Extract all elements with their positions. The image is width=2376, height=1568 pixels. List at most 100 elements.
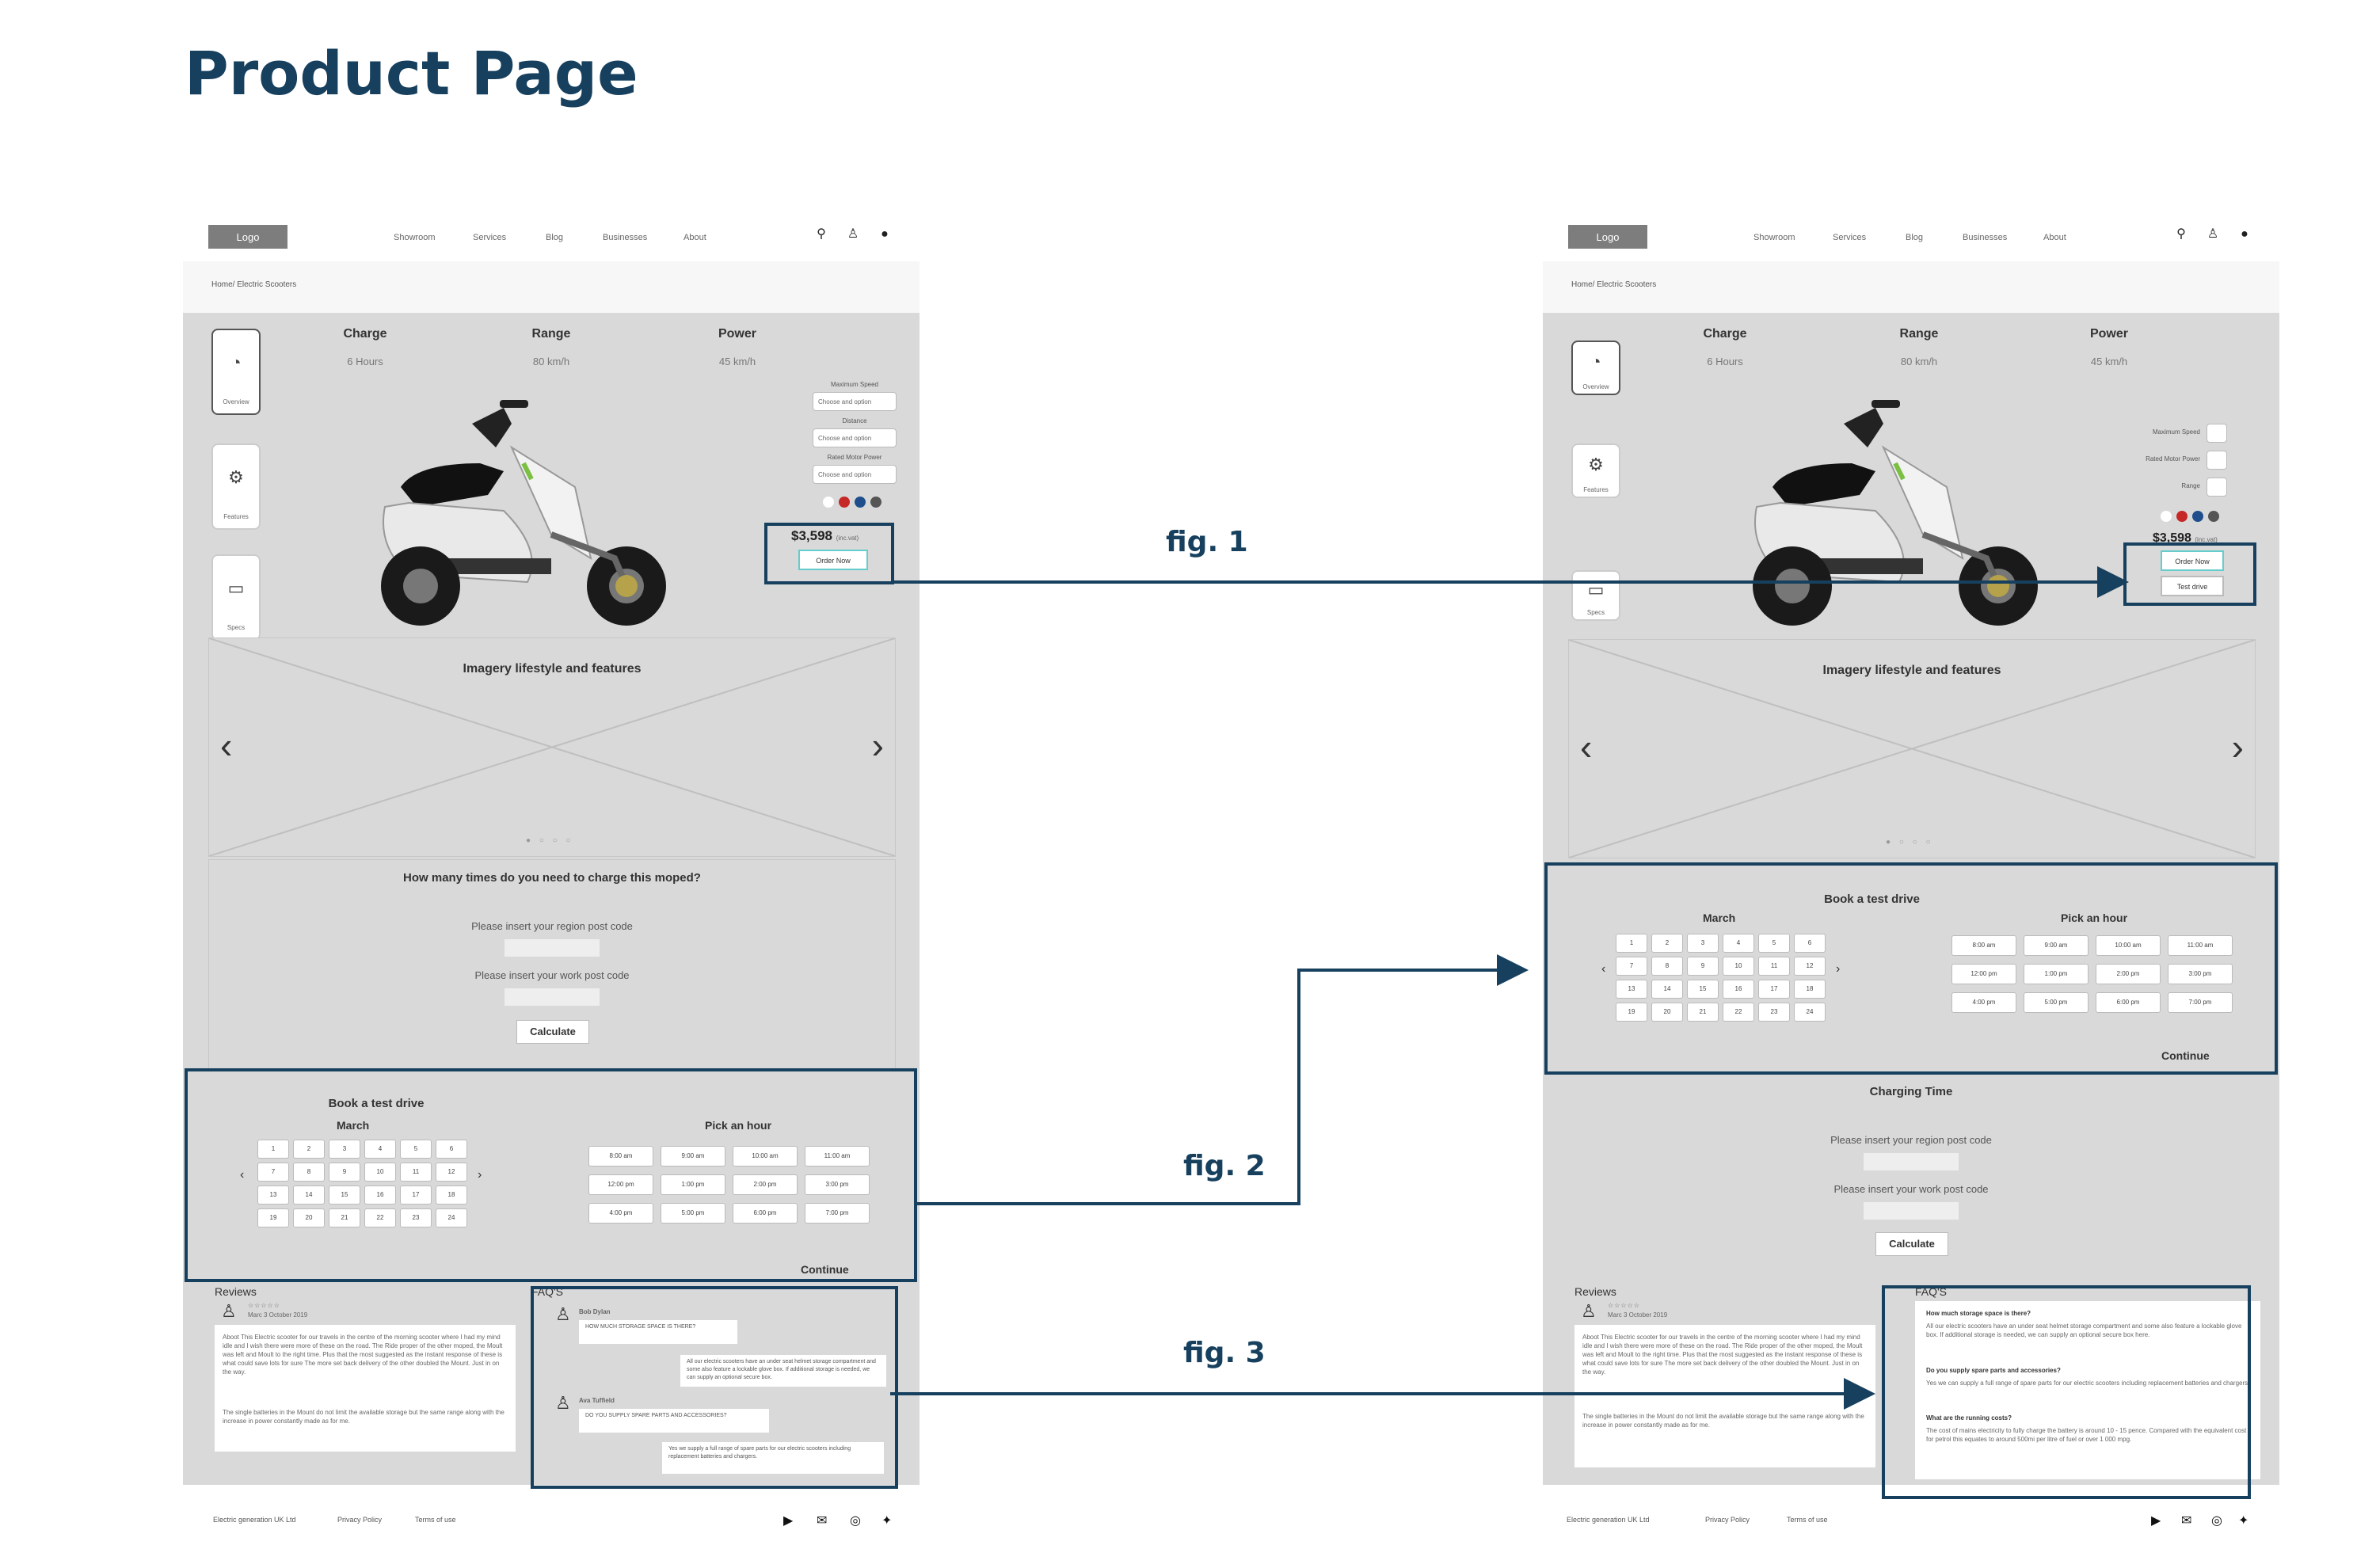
calendar-day[interactable]: 24	[1794, 1003, 1826, 1022]
calendar-day[interactable]: 19	[1616, 1003, 1647, 1022]
hour-slot[interactable]: 5:00 pm	[2024, 992, 2089, 1013]
hour-slot[interactable]: 3:00 pm	[2168, 964, 2233, 984]
calendar-prev-icon[interactable]: ‹	[1601, 962, 1606, 976]
calendar-day[interactable]: 13	[257, 1186, 289, 1205]
footer-privacy[interactable]: Privacy Policy	[337, 1516, 383, 1524]
hour-slot[interactable]: 8:00 am	[1951, 935, 2016, 956]
calendar-day[interactable]: 3	[1687, 934, 1719, 953]
range-stepper[interactable]	[2207, 478, 2227, 497]
test-drive-button[interactable]: Test drive	[2161, 576, 2224, 596]
color-swatch-white[interactable]	[823, 497, 834, 508]
hour-slot[interactable]: 1:00 pm	[661, 1174, 725, 1195]
calendar-day[interactable]: 20	[1651, 1003, 1683, 1022]
work-input[interactable]	[505, 988, 600, 1006]
calendar-day[interactable]: 24	[436, 1208, 467, 1227]
continue-button[interactable]: Continue	[2161, 1049, 2210, 1062]
calendar-day[interactable]: 17	[1758, 980, 1790, 999]
instagram-icon[interactable]: ◎	[2211, 1514, 2222, 1528]
calendar-day[interactable]: 8	[1651, 957, 1683, 976]
calendar-day[interactable]: 1	[257, 1140, 289, 1159]
calendar-day[interactable]: 4	[1723, 934, 1754, 953]
mail-icon[interactable]: ✉	[817, 1514, 828, 1528]
calendar-day[interactable]: 1	[1616, 934, 1647, 953]
calendar-day[interactable]: 13	[1616, 980, 1647, 999]
calendar-day[interactable]: 10	[364, 1163, 396, 1182]
calendar-day[interactable]: 2	[1651, 934, 1683, 953]
calendar-day[interactable]: 10	[1723, 957, 1754, 976]
nav-businesses[interactable]: Businesses	[603, 233, 648, 242]
chevron-right-icon[interactable]: ›	[871, 725, 884, 766]
speed-select[interactable]: Choose and option	[813, 392, 897, 411]
work-input[interactable]	[1864, 1202, 1959, 1220]
calendar-day[interactable]: 4	[364, 1140, 396, 1159]
twitter-icon[interactable]: ✦	[2238, 1514, 2249, 1528]
calendar-day[interactable]: 16	[364, 1186, 396, 1205]
calendar-day[interactable]: 22	[364, 1208, 396, 1227]
hour-slot[interactable]: 2:00 pm	[733, 1174, 798, 1195]
calendar-day[interactable]: 14	[293, 1186, 325, 1205]
hour-slot[interactable]: 1:00 pm	[2024, 964, 2089, 984]
hour-slot[interactable]: 2:00 pm	[2096, 964, 2161, 984]
order-now-button[interactable]: Order Now	[2161, 550, 2224, 571]
youtube-icon[interactable]: ▶	[783, 1514, 794, 1528]
basket-icon[interactable]: ●	[2241, 227, 2248, 241]
calendar-day[interactable]: 15	[329, 1186, 360, 1205]
color-swatch-white[interactable]	[2161, 511, 2172, 522]
tab-features[interactable]: ⚙ Features	[211, 443, 261, 530]
carousel-dots[interactable]: ● ○ ○ ○	[1886, 838, 1934, 847]
hour-slot[interactable]: 12:00 pm	[588, 1174, 653, 1195]
hour-slot[interactable]: 8:00 am	[588, 1146, 653, 1166]
footer-privacy[interactable]: Privacy Policy	[1705, 1516, 1750, 1524]
calendar-day[interactable]: 3	[329, 1140, 360, 1159]
nav-showroom[interactable]: Showroom	[1753, 233, 1795, 242]
review-stars[interactable]: ☆☆☆☆☆	[1608, 1302, 1640, 1309]
calendar-day[interactable]: 17	[400, 1186, 432, 1205]
footer-terms[interactable]: Terms of use	[1787, 1516, 1828, 1524]
order-now-button[interactable]: Order Now	[798, 550, 868, 570]
hour-slot[interactable]: 10:00 am	[2096, 935, 2161, 956]
twitter-icon[interactable]: ✦	[881, 1514, 893, 1528]
hour-slot[interactable]: 7:00 pm	[2168, 992, 2233, 1013]
calendar-day[interactable]: 21	[1687, 1003, 1719, 1022]
calendar-day[interactable]: 18	[1794, 980, 1826, 999]
breadcrumb-text[interactable]: Home/ Electric Scooters	[1571, 280, 1657, 289]
youtube-icon[interactable]: ▶	[2151, 1514, 2161, 1528]
calendar-day[interactable]: 7	[1616, 957, 1647, 976]
instagram-icon[interactable]: ◎	[850, 1514, 861, 1528]
hour-slot[interactable]: 5:00 pm	[661, 1203, 725, 1224]
calendar-day[interactable]: 6	[1794, 934, 1826, 953]
region-input[interactable]	[505, 939, 600, 957]
hour-slot[interactable]: 9:00 am	[2024, 935, 2089, 956]
footer-terms[interactable]: Terms of use	[415, 1516, 456, 1524]
calendar-day[interactable]: 22	[1723, 1003, 1754, 1022]
calendar-day[interactable]: 9	[1687, 957, 1719, 976]
calendar-day[interactable]: 14	[1651, 980, 1683, 999]
hour-slot[interactable]: 7:00 pm	[805, 1203, 870, 1224]
calendar-day[interactable]: 5	[1758, 934, 1790, 953]
calendar-day[interactable]: 11	[400, 1163, 432, 1182]
hour-slot[interactable]: 6:00 pm	[733, 1203, 798, 1224]
region-input[interactable]	[1864, 1153, 1959, 1170]
calendar-day[interactable]: 5	[400, 1140, 432, 1159]
calculate-button[interactable]: Calculate	[516, 1020, 589, 1044]
calendar-day[interactable]: 16	[1723, 980, 1754, 999]
color-swatch-grey[interactable]	[2208, 511, 2219, 522]
color-swatch-blue[interactable]	[2192, 511, 2203, 522]
speed-stepper[interactable]	[2207, 424, 2227, 443]
nav-showroom[interactable]: Showroom	[394, 233, 436, 242]
nav-about[interactable]: About	[2043, 233, 2066, 242]
search-icon[interactable]: ⚲	[2176, 227, 2186, 241]
continue-button[interactable]: Continue	[801, 1263, 849, 1276]
basket-icon[interactable]: ●	[881, 227, 889, 241]
review-stars[interactable]: ☆☆☆☆☆	[248, 1302, 280, 1309]
calendar-day[interactable]: 8	[293, 1163, 325, 1182]
nav-services[interactable]: Services	[473, 233, 507, 242]
user-icon[interactable]: ♙	[2207, 227, 2219, 241]
color-swatch-red[interactable]	[2176, 511, 2188, 522]
hour-slot[interactable]: 10:00 am	[733, 1146, 798, 1166]
chevron-right-icon[interactable]: ›	[2231, 726, 2244, 767]
calendar-prev-icon[interactable]: ‹	[240, 1168, 245, 1182]
nav-blog[interactable]: Blog	[546, 233, 564, 242]
calendar-day[interactable]: 23	[400, 1208, 432, 1227]
distance-select[interactable]: Choose and option	[813, 428, 897, 447]
